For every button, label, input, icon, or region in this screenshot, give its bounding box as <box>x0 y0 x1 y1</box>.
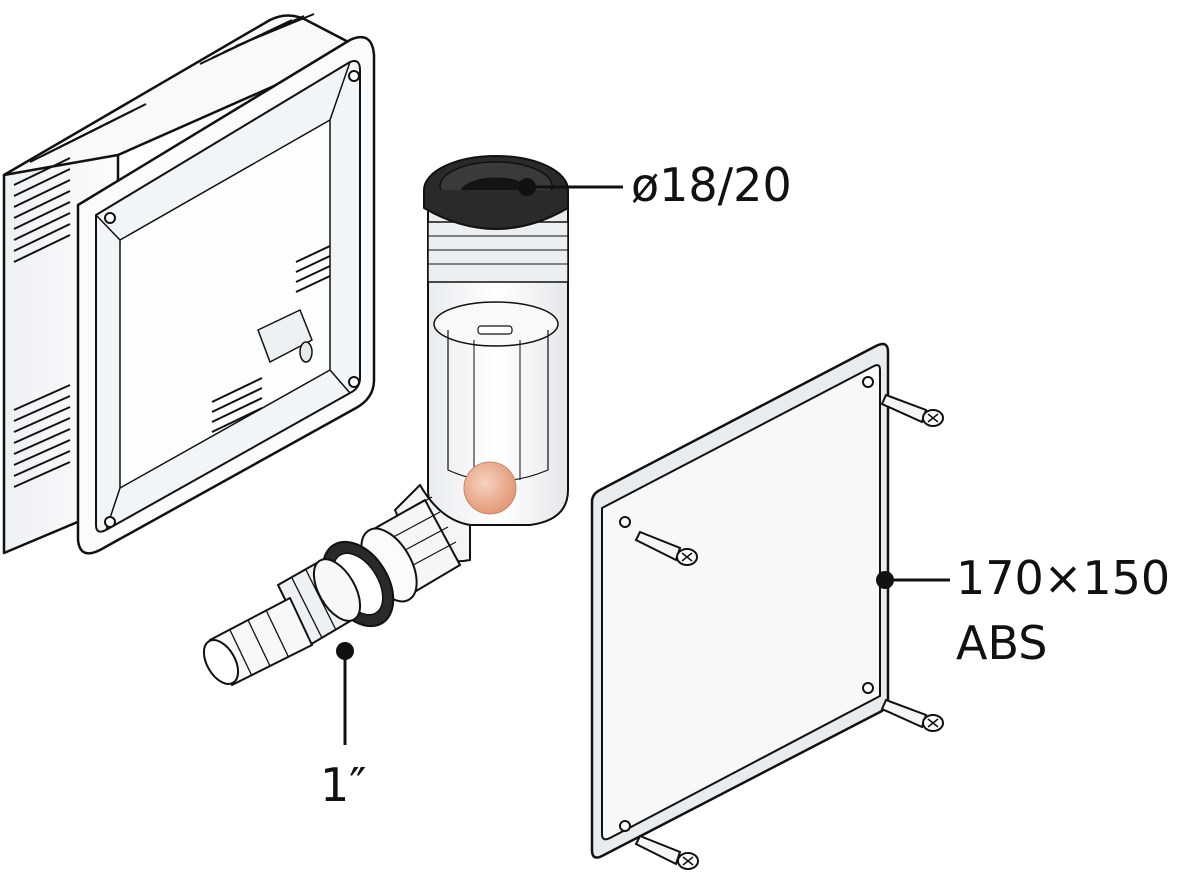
diameter-label: ø18/20 <box>631 158 792 212</box>
plate-material-label: ABS <box>956 616 1048 670</box>
siphon-trap <box>394 155 569 563</box>
plate-size-label: 170×150 <box>956 551 1171 605</box>
hose-connector <box>202 558 362 686</box>
mounting-box <box>2 13 376 555</box>
screw-icon <box>880 698 944 732</box>
screw-icon <box>634 834 699 870</box>
screw-icon <box>880 393 944 427</box>
thread-size-label: 1″ <box>320 758 367 812</box>
leader-plate <box>876 571 950 589</box>
screw-icon <box>634 530 698 566</box>
leader-diameter <box>518 178 623 196</box>
box-top-face <box>2 14 362 177</box>
leader-thread <box>336 642 354 745</box>
cover-plate <box>590 342 890 859</box>
siphon-ball <box>463 461 517 515</box>
plate-face <box>601 364 881 841</box>
